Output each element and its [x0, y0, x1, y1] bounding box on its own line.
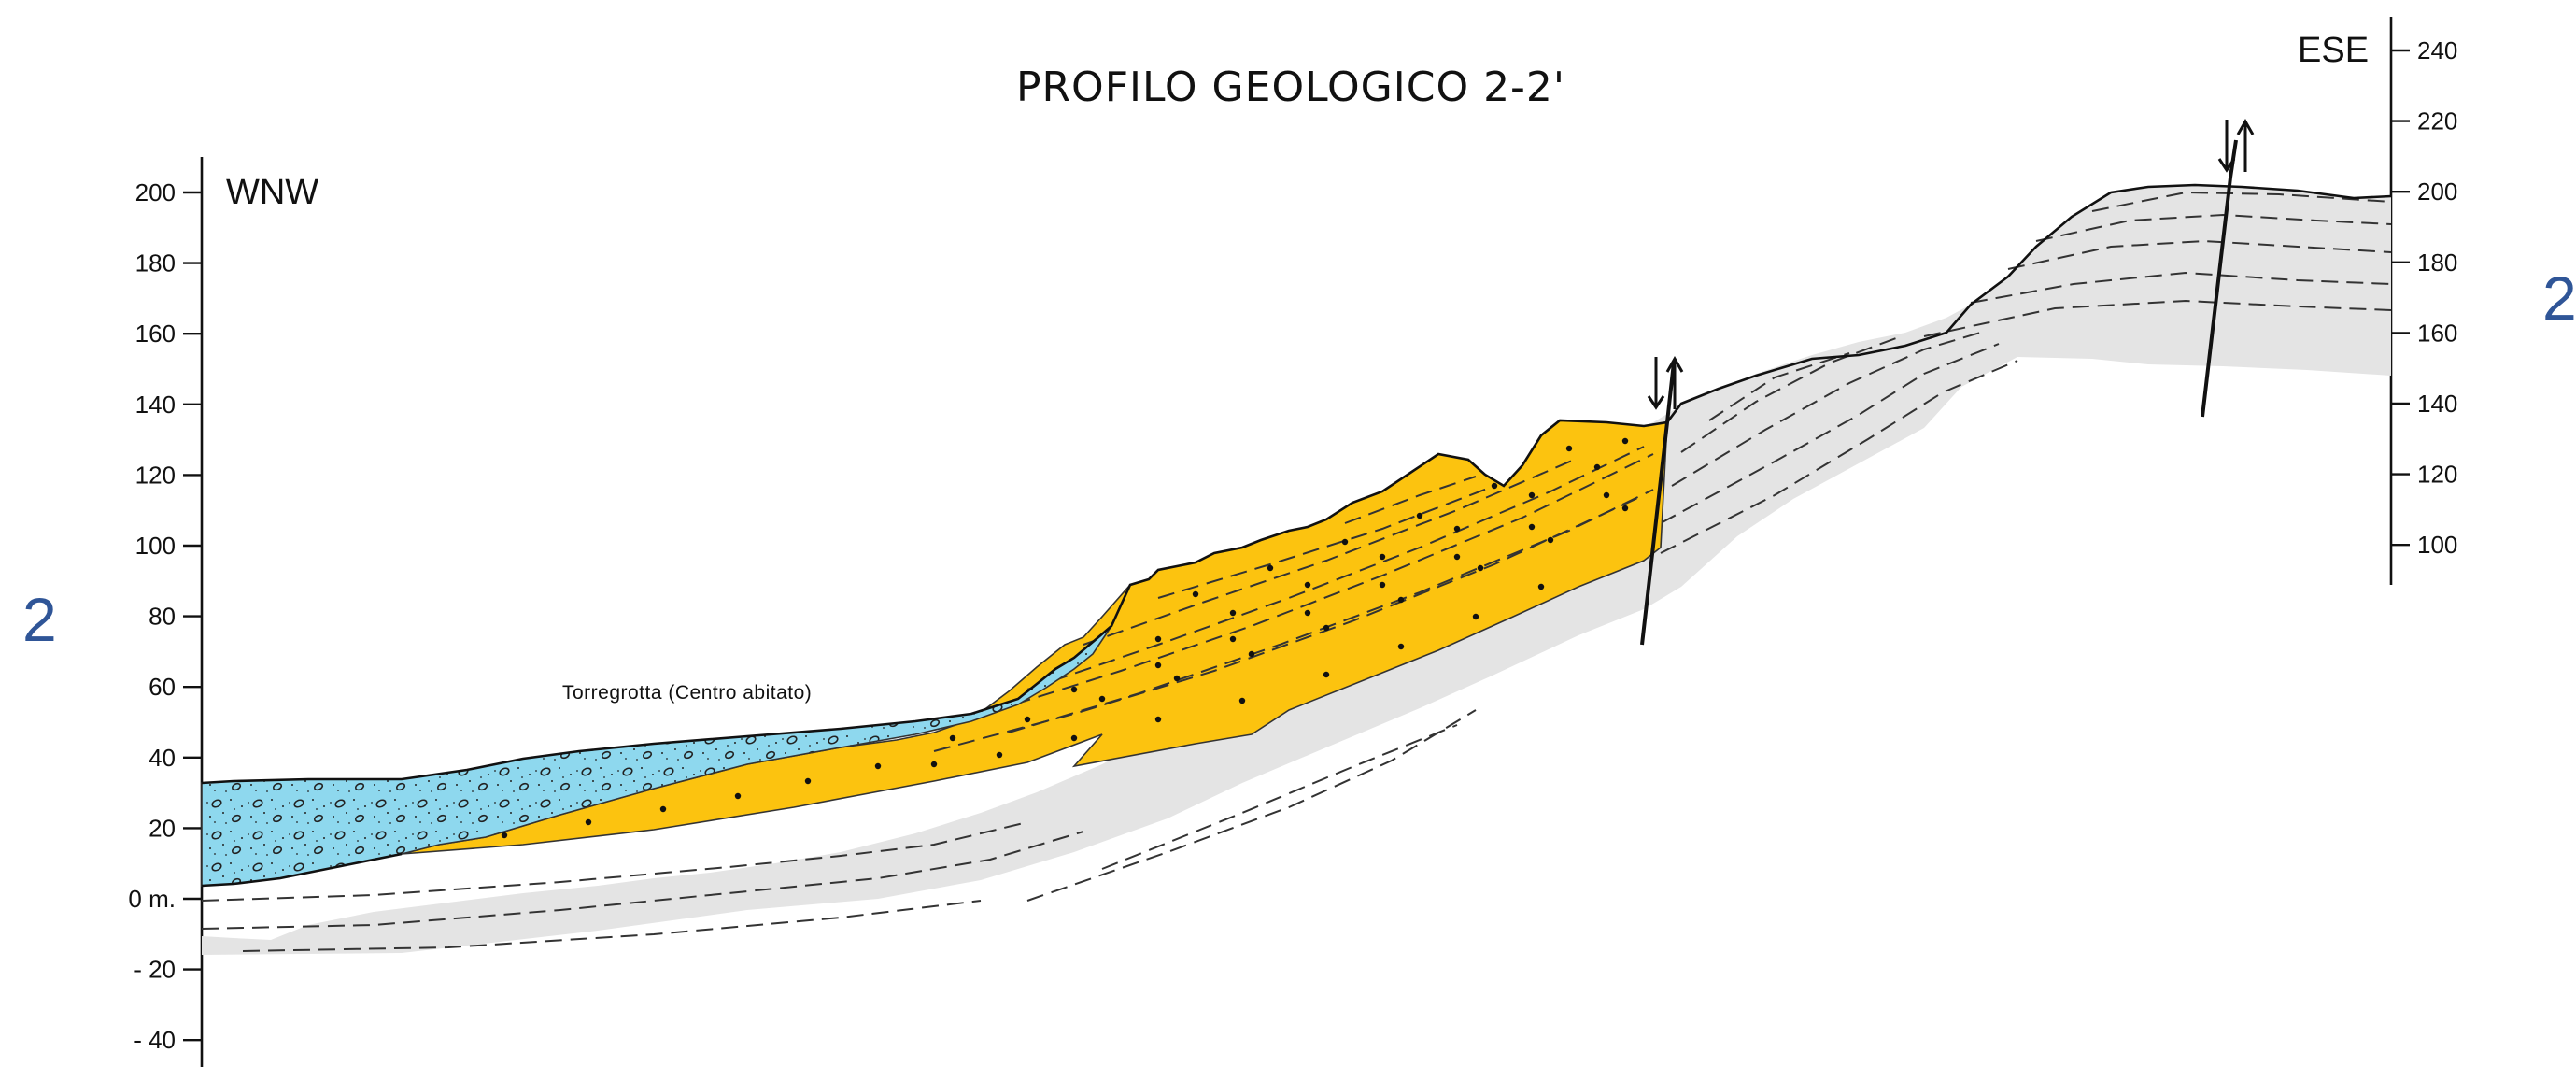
sand-dot [1379, 581, 1386, 589]
section-mark-left: 2 [22, 585, 57, 654]
town-label: Torregrotta (Centro abitato) [562, 682, 812, 704]
left-axis-tick-label: 40 [149, 744, 176, 772]
sand-dot [1098, 695, 1106, 703]
left-axis-tick-label: 80 [149, 603, 176, 631]
left-axis-tick-label: 100 [135, 532, 176, 560]
left-axis-tick-label: 120 [135, 461, 176, 489]
sand-dot [1341, 538, 1349, 546]
sand-dot [1397, 596, 1405, 604]
sand-dot [1267, 564, 1274, 572]
sand-dot [874, 762, 882, 770]
sand-dot [1229, 609, 1237, 617]
right-axis-tick-label: 140 [2417, 390, 2457, 418]
sand-dot [1453, 525, 1461, 533]
sand-dot [1528, 491, 1536, 499]
sand-dot [1621, 437, 1629, 445]
fault-arrow-icon [1647, 355, 1684, 410]
right-axis-tick-label: 180 [2417, 249, 2457, 277]
right-axis-tick-label: 160 [2417, 319, 2457, 347]
sand-dot [1565, 445, 1573, 452]
sand-dot [1603, 491, 1610, 499]
left-axis-tick-label: 140 [135, 391, 176, 419]
right-axis-tick-label: 220 [2417, 107, 2457, 135]
sand-dot [804, 777, 812, 785]
sand-dot [501, 832, 508, 839]
left-axis-tick-label: - 40 [134, 1026, 176, 1054]
sand-dot [1547, 536, 1554, 544]
sand-dot [1323, 624, 1330, 632]
sand-dot [1304, 609, 1311, 617]
left-elevation-axis: 200 180 160 140 120 100 80 60 40 20 0 m. - 20 - 40 [128, 157, 204, 1067]
left-axis-tick-label: 160 [135, 320, 176, 348]
left-axis-tick-label: 60 [149, 673, 176, 701]
sand-dot [1173, 675, 1181, 682]
sand-bedding [933, 446, 1654, 752]
sand-dot [1453, 553, 1461, 561]
ground-surface [201, 183, 2392, 785]
right-axis-tick-label: 200 [2417, 178, 2457, 206]
right-elevation-axis: 240 220 200 180 160 140 120 100 [2389, 17, 2457, 585]
sand-dot [659, 805, 667, 813]
sand-dot [1192, 590, 1199, 598]
sand-dot [1472, 613, 1479, 620]
sand-dot [1323, 671, 1330, 678]
sand-dot [585, 818, 592, 826]
sand-dot [1593, 463, 1601, 471]
right-axis-tick-label: 100 [2417, 531, 2457, 559]
west-orientation-label: WNW [226, 173, 318, 212]
left-axis-tick-label: 0 m. [128, 885, 176, 913]
sand-dot [949, 734, 956, 742]
left-axis-tick-label: - 20 [134, 956, 176, 984]
substrate-unit [202, 185, 2391, 955]
sand-dot [1416, 512, 1423, 519]
section-mark-right: 2 [2542, 263, 2576, 333]
fault-right [2201, 118, 2255, 418]
fault-left [1640, 355, 1684, 646]
right-axis-tick-label: 240 [2417, 36, 2457, 64]
east-orientation-label: ESE [2298, 31, 2369, 70]
left-axis-tick-label: 180 [135, 249, 176, 277]
sand-dot [1024, 716, 1031, 723]
sand-dot [1070, 686, 1078, 693]
sand-dot [1238, 697, 1246, 704]
right-axis-tick-label: 120 [2417, 461, 2457, 489]
left-axis-tick-label: 200 [135, 178, 176, 206]
sand-dot [1154, 635, 1162, 643]
fault-arrow-icon [2217, 118, 2255, 173]
sand-dot [1070, 734, 1078, 742]
sand-dot [1248, 650, 1255, 658]
left-axis-tick-label: 20 [149, 814, 176, 842]
sand-dot [1379, 553, 1386, 561]
sand-dot [1491, 482, 1498, 490]
sand-dot [1304, 581, 1311, 589]
sand-dot [1154, 716, 1162, 723]
basal-contact [201, 852, 403, 888]
sand-dot [1477, 564, 1484, 572]
sand-dot [1397, 643, 1405, 650]
profile-title: PROFILO GEOLOGICO 2-2' [1016, 64, 1565, 111]
sand-dot [1229, 635, 1237, 643]
sand-dot [1528, 523, 1536, 531]
sand-dot [1154, 662, 1162, 669]
sand-dot [930, 761, 938, 768]
sand-dots [501, 437, 1629, 839]
substrate-bedding [201, 191, 2392, 952]
sand-dot [734, 792, 742, 800]
sand-dot [1621, 505, 1629, 512]
sand-dot [1537, 583, 1545, 590]
sand-dot [996, 751, 1003, 759]
